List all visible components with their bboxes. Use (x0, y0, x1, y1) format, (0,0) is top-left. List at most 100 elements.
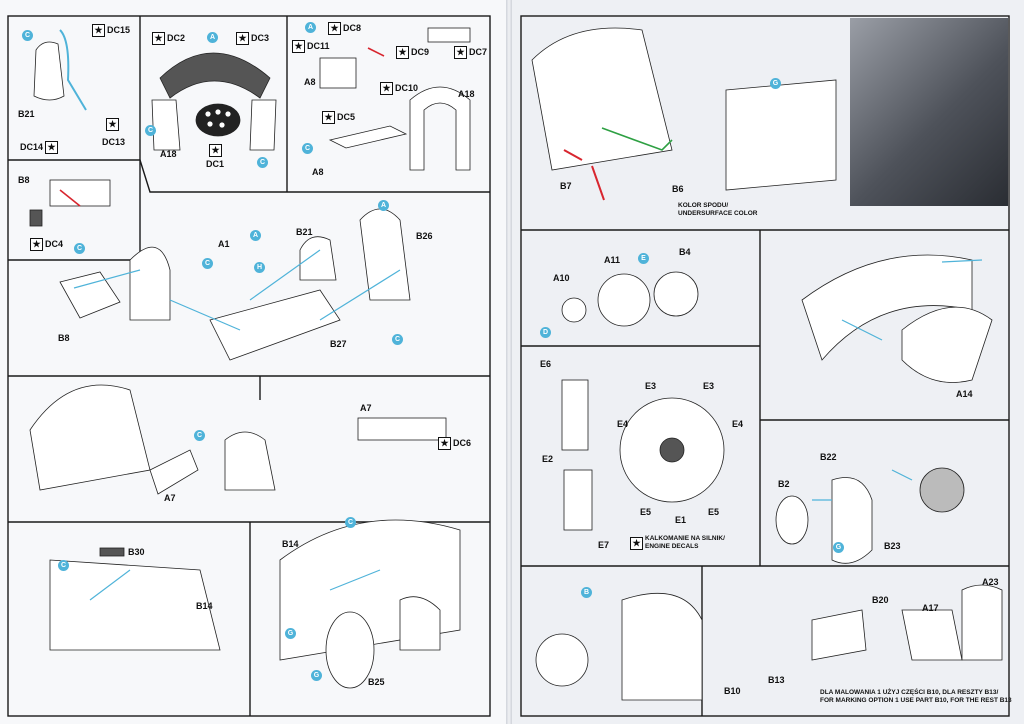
part-a18: A18 (160, 149, 177, 159)
decal-dc10: ★DC10 (380, 82, 418, 95)
decal-dc1-label: DC1 (206, 159, 225, 169)
part-b21: B21 (18, 109, 35, 119)
part-b10: B10 (724, 686, 741, 696)
decal-dc4: ★DC4 (30, 238, 63, 251)
callout-c: C (257, 157, 268, 168)
callout-g: G (285, 628, 296, 639)
part-a7: A7 (164, 493, 176, 503)
callout-h: H (254, 262, 265, 273)
part-b13: B13 (768, 675, 785, 685)
decal-dc2: ★DC2 (152, 32, 185, 45)
star-icon: ★ (106, 118, 119, 131)
part-a11: A11 (604, 255, 621, 265)
photo-reference-panel (850, 18, 1008, 206)
engine-decals-note: ★KALKOMANIE NA SILNIK/ENGINE DECALS (630, 535, 725, 551)
callout-g: G (770, 78, 781, 89)
decal-dc3: ★DC3 (236, 32, 269, 45)
callout-g: G (311, 670, 322, 681)
part-b8: B8 (18, 175, 30, 185)
part-b20: B20 (872, 595, 889, 605)
star-icon: ★ (30, 238, 43, 251)
star-icon: ★ (380, 82, 393, 95)
decal-dc8: ★DC8 (328, 22, 361, 35)
part-a8: A8 (304, 77, 316, 87)
star-icon: ★ (152, 32, 165, 45)
part-e7: E7 (598, 540, 610, 550)
decal-dc9: ★DC9 (396, 46, 429, 59)
part-a8: A8 (312, 167, 324, 177)
callout-c: C (345, 517, 356, 528)
part-e5: E5 (708, 507, 720, 517)
undersurface-color-note: KOLOR SPODU/UNDERSURFACE COLOR (678, 202, 758, 218)
part-e2: E2 (542, 454, 554, 464)
part-b4: B4 (679, 247, 691, 257)
callout-g: G (833, 542, 844, 553)
decal-dc7: ★DC7 (454, 46, 487, 59)
right-page-frames (520, 15, 1010, 717)
decal-dc15: ★DC15 (92, 24, 130, 37)
callout-a: A (250, 230, 261, 241)
part-b25: B25 (368, 677, 385, 687)
star-icon: ★ (92, 24, 105, 37)
star-icon: ★ (236, 32, 249, 45)
marking-option-note: DLA MALOWANIA 1 UŻYJ CZĘŚCI B10, DLA RES… (820, 689, 1012, 705)
part-e3: E3 (703, 381, 715, 391)
callout-c: C (202, 258, 213, 269)
part-b30: B30 (128, 547, 145, 557)
callout-c: C (145, 125, 156, 136)
decal-dc14: DC14★ (20, 141, 59, 154)
decal-dc5: ★DC5 (322, 111, 355, 124)
callout-e: E (638, 253, 649, 264)
decal-dc13-star: ★ (106, 118, 119, 131)
part-b7: B7 (560, 181, 572, 191)
part-a10: A10 (553, 273, 570, 283)
part-e4: E4 (732, 419, 744, 429)
part-b27: B27 (330, 339, 347, 349)
decal-dc13-label: DC13 (102, 137, 126, 147)
part-b8: B8 (58, 333, 70, 343)
callout-c: C (302, 143, 313, 154)
star-icon: ★ (454, 46, 467, 59)
part-a14: A14 (956, 389, 973, 399)
star-icon: ★ (328, 22, 341, 35)
star-icon: ★ (396, 46, 409, 59)
part-b23: B23 (884, 541, 901, 551)
part-a7: A7 (360, 403, 372, 413)
callout-a: A (378, 200, 389, 211)
callout-c: C (22, 30, 33, 41)
part-a17: A17 (922, 603, 939, 613)
star-icon: ★ (438, 437, 451, 450)
part-b14: B14 (282, 539, 299, 549)
part-e1: E1 (675, 515, 687, 525)
part-b21: B21 (296, 227, 313, 237)
part-b2: B2 (778, 479, 790, 489)
callout-c: C (74, 243, 85, 254)
decal-dc1-star: ★ (209, 144, 222, 157)
decal-dc6: ★DC6 (438, 437, 471, 450)
part-e6: E6 (540, 359, 552, 369)
callout-d: D (540, 327, 551, 338)
part-e3: E3 (645, 381, 657, 391)
part-a23: A23 (982, 577, 999, 587)
page-gutter (506, 0, 512, 724)
star-icon: ★ (322, 111, 335, 124)
part-b22: B22 (820, 452, 837, 462)
callout-a: A (305, 22, 316, 33)
left-instruction-page: ★DC15 C B21 ★ DC13 DC14★ ★DC2 A ★DC3 C C… (0, 0, 506, 724)
right-instruction-page: B7 B6 KOLOR SPODU/UNDERSURFACE COLOR G A… (512, 0, 1024, 724)
part-b26: B26 (416, 231, 433, 241)
part-a1: A1 (218, 239, 230, 249)
part-b6: B6 (672, 184, 684, 194)
callout-c: C (194, 430, 205, 441)
callout-b: B (581, 587, 592, 598)
star-icon: ★ (45, 141, 59, 154)
decal-dc11: ★DC11 (292, 40, 330, 53)
callout-c: C (392, 334, 403, 345)
part-b14: B14 (196, 601, 213, 611)
star-icon: ★ (292, 40, 305, 53)
callout-a: A (207, 32, 218, 43)
left-page-frames (7, 15, 491, 717)
star-icon: ★ (630, 536, 643, 550)
callout-c: C (58, 560, 69, 571)
part-e4: E4 (617, 419, 629, 429)
